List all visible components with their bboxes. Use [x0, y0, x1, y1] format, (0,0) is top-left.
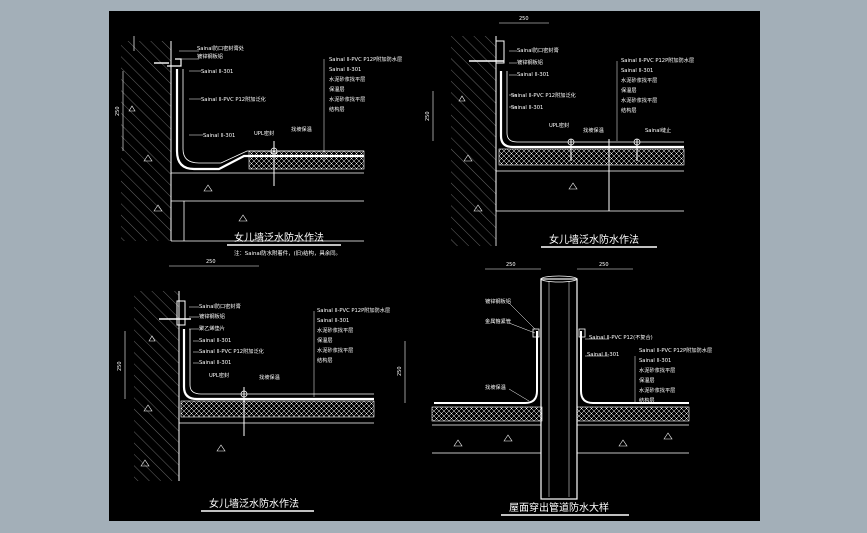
label: Sainal II-301: [587, 352, 619, 358]
label: Sainal II-PVC P12P附加防水层: [639, 346, 712, 354]
label: 水泥砂浆找平层: [329, 75, 365, 83]
label: UPL密封: [254, 129, 274, 137]
drawing-area: 250 Sainal防口密封膏处 镀锌钢板铝 Sainal II-301 Sai…: [109, 11, 760, 521]
detail-title: 女儿墙泛水防水作法: [549, 233, 639, 246]
label: Sainal II-301: [199, 338, 231, 344]
label: 找坡保温: [259, 373, 280, 381]
label: Sainal II-PVC P12P附加防水层: [317, 306, 390, 314]
label: 水泥砂浆找平层: [317, 326, 353, 334]
label: Sainal II-PVC P12附加泛化: [511, 91, 576, 99]
label: Sainal II-301: [201, 69, 233, 75]
label: 结构层: [639, 396, 655, 404]
label: Sainal II-301: [317, 318, 349, 324]
detail-1: 250 Sainal防口密封膏处 镀锌钢板铝 Sainal II-301 Sai…: [115, 36, 402, 257]
dim-height: 250: [117, 361, 123, 371]
label: Sainal II-301: [639, 358, 671, 364]
detail-4: 250 250 250 镀锌钢板铝 金属箍紧管 找坡保温 Sainal II-P…: [397, 262, 712, 516]
label: 结构层: [317, 356, 333, 364]
label: Sainal II-PVC P12P附加防水层: [329, 55, 402, 63]
label: Sainal II-301: [199, 360, 231, 366]
dim-height: 250: [397, 366, 403, 376]
label: 结构层: [621, 106, 637, 114]
label: 保温层: [317, 336, 333, 344]
label: 水泥砂浆找平层: [639, 366, 675, 374]
label: 水泥砂浆找平层: [329, 95, 365, 103]
label: Sainal II-PVC P12附加泛化: [201, 95, 266, 103]
label: 保温层: [621, 86, 637, 94]
label: 镀锌钢板铝: [485, 297, 511, 305]
label: 水泥砂浆找平层: [317, 346, 353, 354]
wall-hatch: [121, 41, 171, 241]
label: 镀锌钢板铝: [197, 52, 223, 60]
label: 找坡保温: [485, 383, 506, 391]
detail-2: 250 250 Sainal防口密封膏 镀锌钢板铝 Sainal II-301 …: [425, 16, 694, 248]
label: 保温层: [639, 376, 655, 384]
label: Sainal防口密封膏: [199, 302, 241, 310]
detail-3: 250 250 Sainal防口密封膏 镀锌钢板铝 聚乙烯垫片 Sainal I…: [117, 259, 390, 512]
label: 结构层: [329, 105, 345, 113]
detail-note: 注：Sainal防水附着件，(旧)结构，具余同。: [234, 249, 341, 257]
dim-height: 250: [115, 106, 121, 116]
dim-height: 250: [425, 111, 431, 121]
label: Sainal II-301: [621, 68, 653, 74]
dim-top: 250: [519, 16, 529, 22]
label: 水泥砂浆找平层: [639, 386, 675, 394]
label: UPL密封: [549, 121, 569, 129]
label: Sainal II-301: [511, 105, 543, 111]
label: 水泥砂浆找平层: [621, 76, 657, 84]
dim-right: 250: [599, 262, 609, 268]
label: 找坡保温: [583, 126, 604, 134]
label: Sainal II-PVC P12P附加防水层: [621, 56, 694, 64]
cad-drawing: 250 Sainal防口密封膏处 镀锌钢板铝 Sainal II-301 Sai…: [115, 16, 712, 516]
label: 镀锌钢板铝: [517, 58, 543, 66]
label: UPL密封: [209, 371, 229, 379]
label: 金属箍紧管: [485, 317, 511, 325]
dim-left: 250: [506, 262, 516, 268]
label: Sainal缝止: [645, 126, 671, 134]
label: 水泥砂浆找平层: [621, 96, 657, 104]
label: Sainal防口密封膏处: [197, 44, 244, 52]
detail-title: 女儿墙泛水防水作法: [234, 231, 324, 244]
detail-title: 屋面穿出管道防水大样: [509, 501, 609, 514]
label: Sainal防口密封膏: [517, 46, 559, 54]
label: Sainal II-PVC P12(不复合): [589, 333, 653, 341]
label: Sainal II-301: [517, 72, 549, 78]
detail-title: 女儿墙泛水防水作法: [209, 497, 299, 510]
label: 保温层: [329, 85, 345, 93]
label: Sainal II-PVC P12附加泛化: [199, 347, 264, 355]
label: 镀锌钢板铝: [199, 312, 225, 320]
pipe: [540, 278, 578, 500]
dim-top: 250: [206, 259, 216, 265]
label: Sainal II-301: [203, 133, 235, 139]
label: 聚乙烯垫片: [199, 324, 225, 332]
label: 找坡保温: [291, 125, 312, 133]
label: Sainal II-301: [329, 67, 361, 73]
